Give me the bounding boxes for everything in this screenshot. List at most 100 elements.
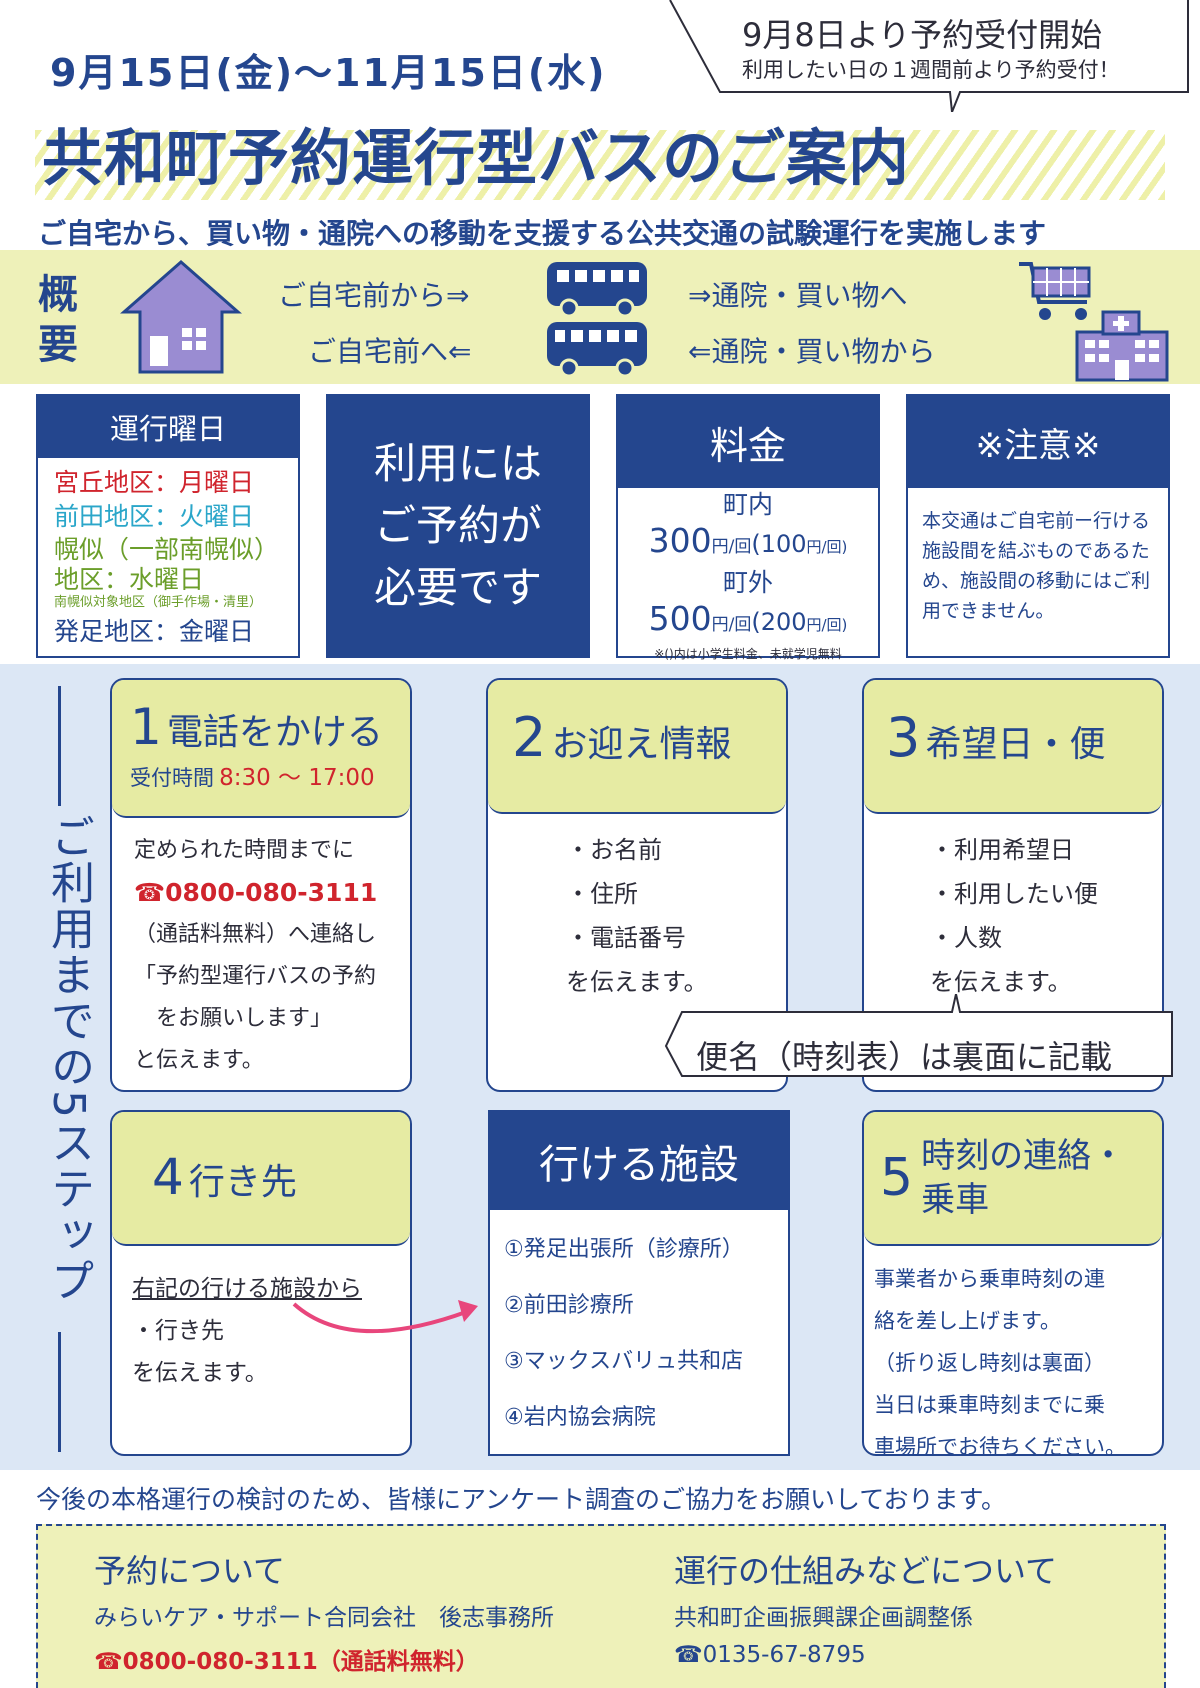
step-1-text: と伝えます。 <box>134 1048 264 1073</box>
speech-bubble <box>669 0 1189 112</box>
shopping-cart-icon <box>1019 262 1091 320</box>
hospital-icon <box>1075 310 1169 382</box>
fare-heading: 料金 <box>618 396 878 488</box>
fare-unit: 円/回) <box>806 616 848 634</box>
facility-item: ④岩内協会病院 <box>504 1405 656 1430</box>
step-5-text: （折り返し時刻は裏面） <box>874 1351 1105 1375</box>
days-miyaoka: 宮丘地区：月曜日 <box>54 468 255 497</box>
fare-in-town-child: (100 <box>751 530 807 558</box>
contact-system-org: 共和町企画振興課企画調整係 <box>674 1605 973 1631</box>
caution-text: 本交通はご自宅前ー行ける施設間を結ぶものであるため、施設間の移動にはご利用できま… <box>922 510 1151 622</box>
step-1-text: 定められた時間までに <box>134 838 355 863</box>
callout-note: 利用したい日の１週間前より予約受付！ <box>742 58 1120 82</box>
step-5-text: 当日は乗車時刻までに乗 <box>874 1393 1105 1417</box>
overview-to-home: ご自宅前へ⇐ <box>308 335 472 368</box>
step-5-title: 時刻の連絡・ 乗車 <box>921 1134 1125 1222</box>
caution-box: ※注意※ 本交通はご自宅前ー行ける施設間を結ぶものであるため、施設間の移動にはご… <box>906 394 1170 658</box>
contact-system-title: 運行の仕組みなどについて <box>674 1552 1058 1590</box>
fare-note: ※()内は小学生料金、未就学児無料 <box>654 647 842 661</box>
step-5-text: 絡を差し上げます。 <box>874 1309 1061 1333</box>
steps-vertical-label: ご利用までの5ステップ <box>43 814 94 1304</box>
overview-to-destination: ⇒通院・買い物へ <box>688 279 908 312</box>
fare-out-town: 500円/回(200円/回) <box>618 600 878 644</box>
facility-item: ③マックスバリュ共和店 <box>504 1349 744 1374</box>
step-1-text: をお願いします」 <box>134 1006 333 1031</box>
fare-unit: 円/回 <box>711 615 752 635</box>
contact-reservation-title: 予約について <box>94 1552 286 1590</box>
list-item: ・お名前 <box>566 836 662 864</box>
callout-start: 9月8日より予約受付開始 <box>742 16 1103 54</box>
timetable-note: 便名（時刻表）は裏面に記載 <box>696 1038 1113 1076</box>
steps-label-line-top <box>58 686 61 806</box>
step-1-text: （通話料無料）へ連絡し <box>134 922 377 947</box>
hours-value: 8:30 〜 17:00 <box>219 765 375 791</box>
list-item: ・住所 <box>566 880 638 908</box>
step-1-phone: ☎0800-080-3111 <box>134 878 378 907</box>
overview-from-home: ご自宅前から⇒ <box>278 279 470 312</box>
step-title: 電話をかける <box>166 712 383 753</box>
step-4-link-text: 右記の行ける施設から <box>132 1276 362 1302</box>
days-horoni-note: 南幌似対象地区（御手作場・清里） <box>54 595 263 610</box>
step-1-text: 「予約型運行バスの予約 <box>134 964 377 989</box>
contact-reservation-org: みらいケア・サポート合同会社 後志事務所 <box>94 1605 554 1631</box>
fare-in-town: 300円/回(100円/回) <box>618 522 878 566</box>
step-1-title: 1 電話をかける <box>130 698 410 756</box>
fare-out-town-child: (200 <box>751 608 807 636</box>
operating-days-heading: 運行曜日 <box>38 396 298 458</box>
reservation-required-box: 利用には ご予約が 必要です <box>326 394 590 658</box>
steps-label-line-bottom <box>58 1332 61 1452</box>
contact-box: 予約について みらいケア・サポート合同会社 後志事務所 ☎0800-080-31… <box>36 1524 1166 1688</box>
bus-icon <box>547 262 647 318</box>
stripe-decoration <box>35 130 1165 200</box>
step-title: 乗車 <box>921 1180 990 1220</box>
contact-system-phone[interactable]: ☎0135-67-8795 <box>674 1642 866 1668</box>
overview-label: 概要 <box>38 272 78 368</box>
reservation-line-3: 必要です <box>373 563 542 612</box>
days-horoni-day: 地区：水曜日 <box>54 565 205 594</box>
fare-in-town-price: 300 <box>648 521 712 560</box>
facilities-box: 行ける施設 ①発足出張所（診療所） ②前田診療所 ③マックスバリュ共和店 ④岩内… <box>488 1110 790 1456</box>
fare-unit: 円/回) <box>806 538 848 556</box>
step-4-card: 4 行き先 右記の行ける施設から ・行き先 を伝えます。 <box>110 1110 412 1456</box>
steps-area: ご利用までの5ステップ 1 電話をかける 受付時間 8:30 〜 17:00 定… <box>0 664 1200 1470</box>
step-3-header: 3 希望日・便 <box>864 680 1162 814</box>
reservation-line-1: 利用には <box>373 439 542 488</box>
step-4-text: ・行き先 <box>132 1318 224 1344</box>
facility-item: ①発足出張所（診療所） <box>504 1237 744 1262</box>
days-horoni: 幌似（一部南幌似） <box>54 535 280 564</box>
step-1-card: 1 電話をかける 受付時間 8:30 〜 17:00 定められた時間までに ☎0… <box>110 678 412 1092</box>
fare-unit: 円/回 <box>711 537 752 557</box>
days-maeda: 前田地区：火曜日 <box>54 502 255 531</box>
step-1-header: 1 電話をかける 受付時間 8:30 〜 17:00 <box>112 680 410 818</box>
step-title: お迎え情報 <box>551 724 732 765</box>
step-4-text: を伝えます。 <box>132 1360 268 1386</box>
operating-days-box: 運行曜日 宮丘地区：月曜日 前田地区：火曜日 幌似（一部南幌似） 地区：水曜日 … <box>36 394 300 658</box>
house-icon <box>120 260 242 374</box>
step-number: 3 <box>886 706 921 769</box>
list-item: ・人数 <box>930 924 1002 952</box>
pointer-arrow-icon <box>292 1300 478 1334</box>
fare-in-town-label: 町内 <box>722 490 773 519</box>
step-number: 2 <box>512 706 547 769</box>
fare-out-town-price: 500 <box>648 599 712 638</box>
reservation-line-2: ご予約が <box>373 501 542 550</box>
step-title: 行き先 <box>188 1162 297 1203</box>
overview-band: 概要 ご自宅前から⇒ ご自宅前へ⇐ ⇒通院・買い物へ ⇐通院・買い物から <box>0 250 1200 384</box>
page-title: 共和町予約運行型バスのご案内 <box>42 123 911 194</box>
contact-reservation-phone[interactable]: ☎0800-080-3111（通話料無料） <box>94 1649 479 1675</box>
step-title: 希望日・便 <box>925 724 1106 765</box>
list-item: ・電話番号 <box>566 924 686 952</box>
step-number: 5 <box>880 1148 914 1208</box>
step-4-header: 4 行き先 <box>112 1112 410 1246</box>
step-number: 1 <box>130 698 162 756</box>
step-5-header: 5 時刻の連絡・ 乗車 <box>864 1112 1162 1246</box>
survey-request: 今後の本格運行の検討のため、皆様にアンケート調査のご協力をお願いしております。 <box>36 1485 1007 1514</box>
subtitle: ご自宅から、買い物・通院への移動を支援する公共交通の試験運行を実施します <box>38 217 1047 250</box>
timetable-callout-shape <box>664 994 1173 1077</box>
step-2-header: 2 お迎え情報 <box>488 680 786 814</box>
header: 9月15日(金)〜11月15日(水) 共和町予約運行型バスのご案内 9月8日より… <box>0 0 1200 250</box>
caution-heading: ※注意※ <box>908 396 1168 488</box>
date-range: 9月15日(金)〜11月15日(水) <box>50 51 607 95</box>
list-item: ・利用希望日 <box>930 836 1074 864</box>
overview-from-destination: ⇐通院・買い物から <box>688 335 936 368</box>
